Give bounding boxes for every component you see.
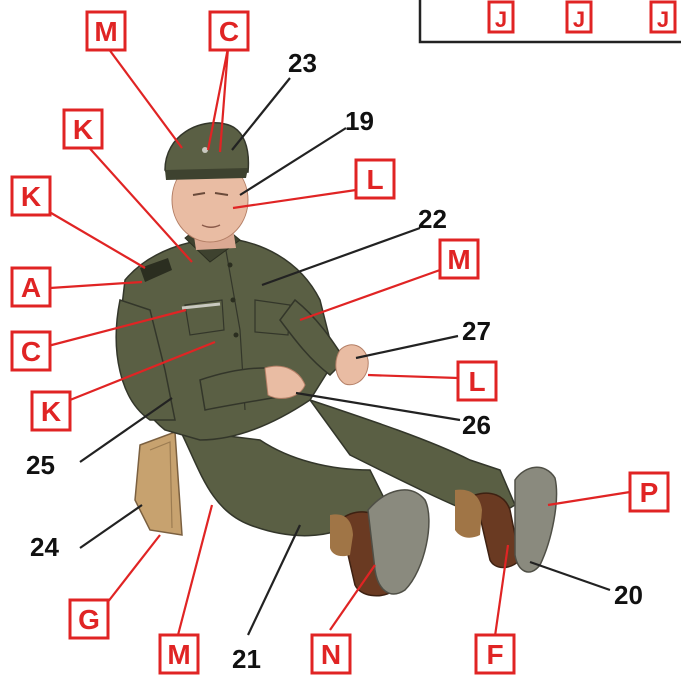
callout-n-boot: N <box>312 635 350 673</box>
callout-l-face-label: L <box>366 164 383 195</box>
callout-c-cap: C <box>210 12 248 50</box>
number-23: 23 <box>288 48 317 78</box>
legend-box-j-1: J <box>489 2 513 32</box>
raised-hand <box>336 345 368 385</box>
callout-m-cap: M <box>87 12 125 50</box>
callout-m-sleeve: M <box>440 240 478 278</box>
legend-label-j-3: J <box>657 7 669 32</box>
callout-k-pocket: K <box>32 392 70 430</box>
callout-g-holster: G <box>70 600 108 638</box>
callout-l-hand-label: L <box>468 366 485 397</box>
callout-k-pocket-label: K <box>41 396 61 427</box>
legend-box: J J J <box>420 0 681 42</box>
callout-l-hand: L <box>458 362 496 400</box>
callout-k-collar-label: K <box>73 114 93 145</box>
callout-k-shoulder-label: K <box>21 181 41 212</box>
holster <box>135 432 182 535</box>
legend-box-j-3: J <box>651 2 675 32</box>
legend-box-j-2: J <box>567 2 591 32</box>
number-24: 24 <box>30 532 59 562</box>
callout-m-cap-label: M <box>94 16 117 47</box>
number-27: 27 <box>462 316 491 346</box>
letter-callouts: M C K K A C K L M L P G M N F <box>12 12 668 673</box>
callout-c-cap-label: C <box>219 16 239 47</box>
callout-p-boot: P <box>630 473 668 511</box>
number-22: 22 <box>418 204 447 234</box>
number-21: 21 <box>232 644 261 674</box>
number-20: 20 <box>614 580 643 610</box>
callout-l-face: L <box>356 160 394 198</box>
legend-label-j-1: J <box>495 7 507 32</box>
number-26: 26 <box>462 410 491 440</box>
legend-label-j-2: J <box>573 7 585 32</box>
callout-f-boot-label: F <box>486 639 503 670</box>
callout-m-trousers-label: M <box>167 639 190 670</box>
callout-n-boot-label: N <box>321 639 341 670</box>
callout-c-eagle: C <box>12 332 50 370</box>
callout-k-shoulder: K <box>12 177 50 215</box>
callout-m-sleeve-label: M <box>447 244 470 275</box>
callout-p-boot-label: P <box>640 477 659 508</box>
callout-c-eagle-label: C <box>21 336 41 367</box>
number-25: 25 <box>26 450 55 480</box>
number-19: 19 <box>345 106 374 136</box>
callout-f-boot: F <box>476 635 514 673</box>
callout-a-shoulder-label: A <box>21 272 41 303</box>
callout-a-shoulder: A <box>12 268 50 306</box>
callout-k-collar: K <box>64 110 102 148</box>
callout-g-holster-label: G <box>78 604 100 635</box>
callout-m-trousers: M <box>160 635 198 673</box>
